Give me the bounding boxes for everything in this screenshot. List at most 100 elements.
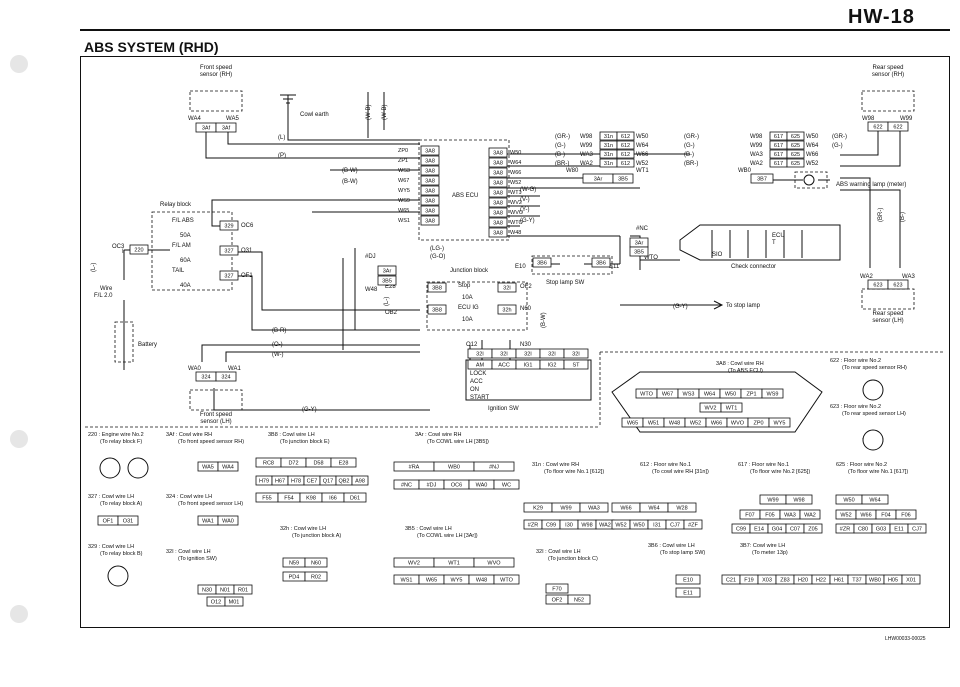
fusible-wire-label: F/L 2.0 — [94, 293, 113, 299]
connector-612-top-cell — [667, 502, 697, 513]
connector-32i-jb-top-label: F70 — [552, 587, 561, 593]
connector-625-bot-label: G03 — [876, 527, 886, 533]
connector-3b7-label: F19 — [744, 578, 753, 584]
front-lh-plug-cell — [215, 371, 237, 382]
rear-31n-label: 31n — [604, 152, 613, 158]
front-rh-pin: WA4 — [188, 116, 201, 122]
legend-entry-title: 32h : Cowl wire LH — [280, 526, 326, 532]
ecu-pin-right: WV2 — [510, 200, 522, 206]
rear-w: W66 — [806, 152, 819, 158]
ecu-pin-left: WY5 — [398, 188, 410, 194]
stop-lamp-sw-label: Stop lamp SW — [546, 280, 585, 286]
junction-fuse-amp: 10A — [462, 317, 473, 323]
wire-color: (L-) — [384, 297, 390, 306]
ecu-pin-left: ZP1 — [398, 158, 408, 164]
connector-3a8-top-label: W67 — [662, 392, 673, 398]
relay-fuse-name: TAIL — [172, 268, 185, 274]
ecu-right-plug-label: 3A8 — [493, 191, 503, 197]
wire-color: (P) — [278, 153, 286, 159]
ecu-left-plug-label: 3A8 — [425, 169, 435, 175]
connector-625-top-cell — [861, 494, 889, 505]
binder-hole — [10, 430, 28, 448]
ecu-right-plug-cell — [488, 167, 508, 178]
rear-lh-plug-label: 623 — [873, 283, 882, 289]
connector-3a8-bot-label: W51 — [648, 421, 659, 427]
ecu-right-plug-label: 3A8 — [493, 231, 503, 237]
legend-entry-title: 617 : Floor wire No.1 — [738, 462, 789, 468]
junction-plug-cell — [497, 304, 517, 315]
junction-top-plug-label: 3Ar — [383, 269, 392, 275]
rear-625-cell — [786, 149, 805, 159]
ecu-right-plug-cell — [488, 197, 508, 208]
wire-color: (L-) — [91, 263, 97, 272]
junction-top-plug-cell — [377, 265, 397, 276]
connector-3a8-top-label: WS3 — [683, 392, 695, 398]
legend-entry-title: 3B8 : Cowl wire LH — [268, 432, 315, 438]
connector-617-bot-label: C07 — [790, 527, 800, 533]
rear-pin: W98 — [750, 134, 763, 140]
relay-fuse-name: F/L ABS — [172, 218, 194, 224]
connector-220-face — [99, 457, 121, 479]
connector-3b7-label: X03 — [762, 578, 772, 584]
connector-3a8-top-label: W64 — [704, 392, 715, 398]
junction-plug-cell — [497, 282, 517, 293]
ignition-terminal-label: ST — [572, 363, 580, 369]
rear-31n-label: 31n — [604, 134, 613, 140]
stop-plug-label: 3B6 — [537, 261, 547, 267]
stop-plug-cell — [591, 257, 611, 268]
ecu-pin-right: WTO — [510, 220, 523, 226]
rear-612-label: 612 — [621, 143, 630, 149]
rear-wire-color: (B-) — [684, 152, 694, 158]
connector-3b8-bot-label: D61 — [350, 496, 360, 502]
ecu-right-plug-cell — [488, 177, 508, 188]
junction-plug-label: 3B8 — [432, 308, 442, 314]
rear-rh-pin: W98 — [862, 116, 875, 122]
ecu-left-plug-label: 3A8 — [425, 179, 435, 185]
connector-625-mid-label: W52 — [840, 513, 851, 519]
connector-3ar-bot-label: WC — [502, 483, 511, 489]
ecu-pin-left: W65 — [398, 208, 409, 214]
connector-3b8-top-label: D72 — [288, 461, 298, 467]
legend-entry-title: 324 : Cowl wire LH — [166, 494, 212, 500]
connector-625-mid-label: W66 — [860, 513, 871, 519]
binder-hole — [10, 605, 28, 623]
connector-3b8-mid-label: H78 — [291, 479, 301, 485]
nc-3b5-label: 3B5 — [634, 250, 644, 256]
rear-rh-pin: W99 — [900, 116, 913, 122]
connector-31n-bot-label: C99 — [546, 523, 556, 529]
ecu-pin-left: ZP0 — [398, 148, 408, 154]
connector-3b7-label: X01 — [906, 578, 916, 584]
connector-324-cell — [217, 515, 239, 526]
legend-entry-title: 625 : Floor wire No.2 — [836, 462, 887, 468]
ecu-left-plug-cell — [420, 195, 440, 206]
ecu-right-plug-label: 3A8 — [493, 151, 503, 157]
connector-3b8-top-label: RC8 — [263, 461, 274, 467]
legend-entry-desc: (To floor wire No.2 [625]) — [750, 469, 810, 475]
ecu-pin-right: W48 — [510, 230, 521, 236]
section-dividers — [85, 351, 945, 428]
legend-entry-title: 3Af : Cowl wire RH — [166, 432, 212, 438]
connector-3ar-top-label: WB0 — [448, 465, 460, 471]
stop-3b5-cell — [612, 173, 634, 184]
wire-color: (W-) — [272, 352, 284, 358]
front-speed-sensor-rh-title: sensor (RH) — [200, 72, 232, 78]
rear-lh-plug-label: 623 — [893, 283, 902, 289]
battery-label: Battery — [138, 342, 157, 348]
connector-3a8-top-label: W50 — [725, 392, 736, 398]
ecu-pin-right: W66 — [510, 170, 521, 176]
connector-625-top-label: W50 — [843, 498, 854, 504]
rear-pin: WA2 — [750, 161, 763, 167]
rear-pin: WA3 — [750, 152, 763, 158]
front-rh-pin: WA5 — [226, 116, 239, 122]
legend-entry-title: 220 : Engine wire No.2 — [88, 432, 144, 438]
connector-622-face — [862, 379, 884, 401]
ecu-right-plug-cell — [488, 147, 508, 158]
connector-3a8-bot-label: W52 — [690, 421, 701, 427]
connector-3b7-label: H20 — [798, 578, 808, 584]
legend-entry-title: 3B7: Cowl wire LH — [740, 543, 785, 549]
ignition-plug-cell — [563, 348, 589, 359]
rear-speed-sensor-rh-title: Rear speed — [872, 65, 903, 71]
ecu-left-plug-label: 3A8 — [425, 149, 435, 155]
relay-block-label: Relay block — [160, 202, 192, 208]
connector-3b5-bot-cell — [493, 574, 520, 585]
